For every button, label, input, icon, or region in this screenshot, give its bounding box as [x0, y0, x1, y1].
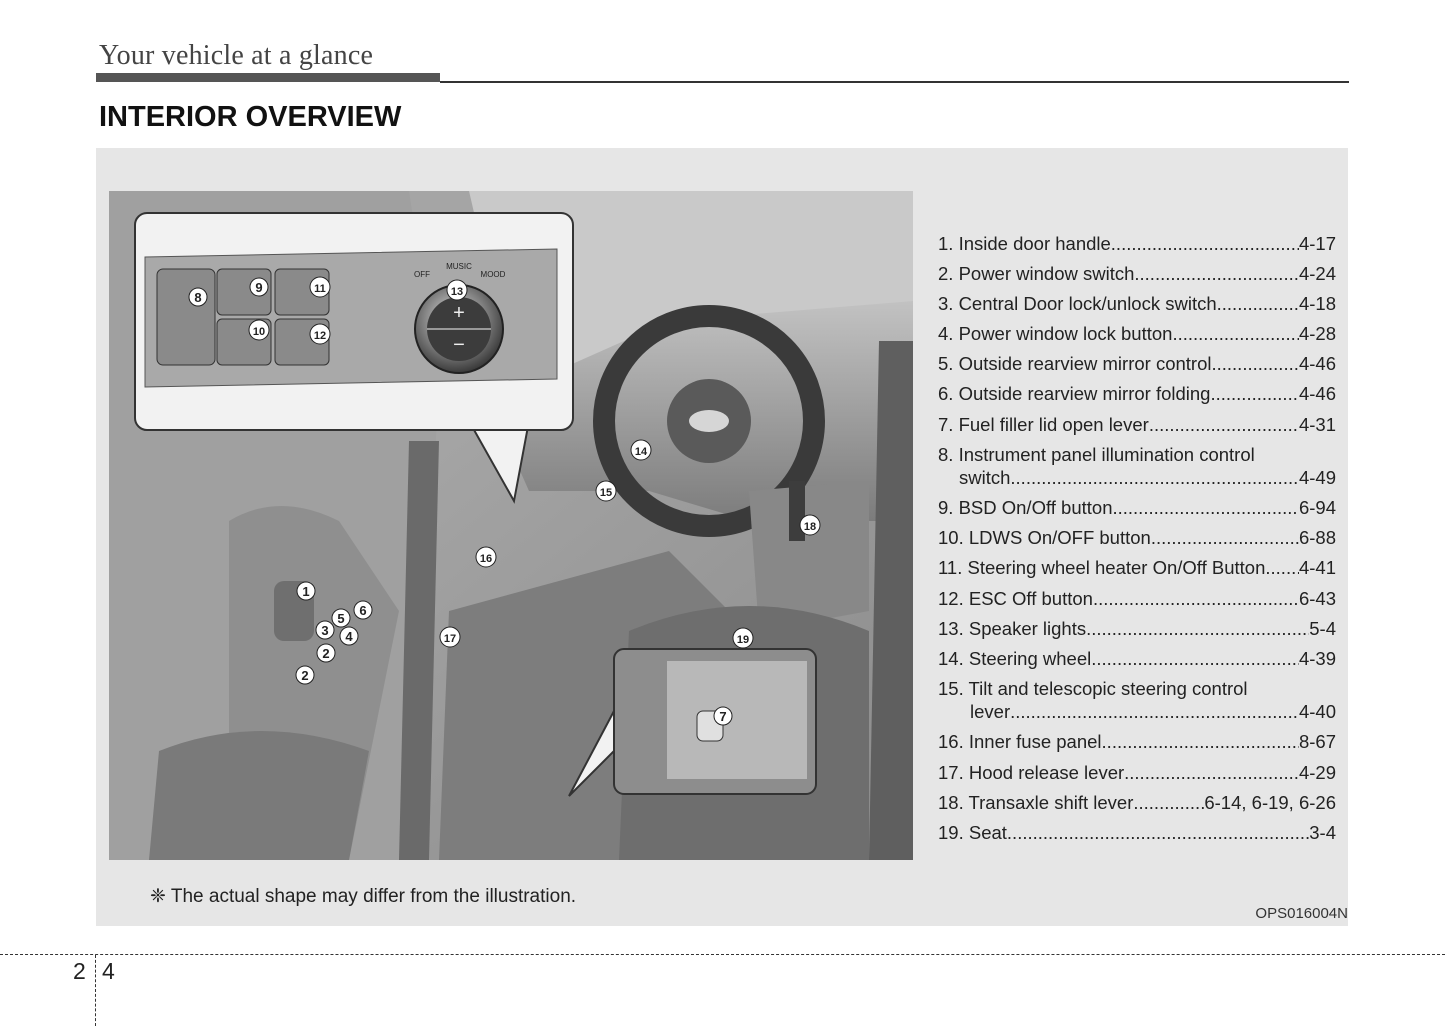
list-item: 15. Tilt and telescopic steering control… — [938, 677, 1336, 724]
list-item: 2. Power window switch 4-24 — [938, 262, 1336, 286]
callout-9: 9 — [249, 277, 269, 297]
component-list: 1. Inside door handle 4-17 2. Power wind… — [938, 232, 1336, 851]
list-item: 17. Hood release lever 4-29 — [938, 761, 1336, 785]
svg-text:5: 5 — [337, 611, 344, 626]
callout-5: 5 — [331, 608, 351, 628]
svg-text:16: 16 — [480, 553, 492, 565]
footer-dashed-rule — [0, 954, 1445, 955]
list-item: 4. Power window lock button4-28 — [938, 322, 1336, 346]
door-armrest — [149, 731, 369, 860]
footer-page-number: 4 — [102, 958, 115, 984]
list-item: 7. Fuel filler lid open lever 4-31 — [938, 413, 1336, 437]
svg-text:19: 19 — [737, 634, 749, 646]
illustration-note: ❈ The actual shape may differ from the i… — [150, 886, 577, 907]
footer-chapter-number: 2 — [73, 958, 86, 984]
footer-dashed-divider — [95, 955, 96, 1026]
svg-text:2: 2 — [301, 668, 308, 683]
list-item: 19. Seat3-4 — [938, 821, 1336, 845]
interior-illustration: + − OFF MUSIC MOOD 1 2 2 3 4 5 6 7 8 9 1… — [109, 191, 913, 860]
svg-text:14: 14 — [635, 446, 648, 458]
list-item: 14. Steering wheel 4-39 — [938, 647, 1336, 671]
list-item: 5. Outside rearview mirror control4-46 — [938, 352, 1336, 376]
svg-text:12: 12 — [314, 330, 326, 342]
door-frame — [399, 441, 439, 860]
list-item: 6. Outside rearview mirror folding 4-46 — [938, 382, 1336, 406]
svg-text:13: 13 — [451, 286, 463, 298]
header-rule-thin — [440, 81, 1349, 83]
callout-1: 1 — [296, 581, 316, 601]
list-item: 12. ESC Off button6-43 — [938, 587, 1336, 611]
figure-code: OPS016004N — [1255, 905, 1348, 922]
callout-3: 3 — [315, 620, 335, 640]
list-item: 1. Inside door handle 4-17 — [938, 232, 1336, 256]
callout-7: 7 — [713, 706, 733, 726]
callout-13: 13 — [446, 279, 468, 301]
callout-4: 4 — [339, 626, 359, 646]
switch-8 — [156, 268, 216, 366]
steering-logo — [689, 410, 729, 432]
list-item: 10. LDWS On/OFF button6-88 — [938, 526, 1336, 550]
header-rule-thick — [96, 73, 440, 82]
svg-text:9: 9 — [255, 280, 262, 295]
svg-text:15: 15 — [600, 487, 612, 499]
right-frame — [869, 341, 913, 860]
svg-text:17: 17 — [444, 633, 456, 645]
knob-minus-label: − — [453, 334, 465, 356]
svg-text:10: 10 — [253, 326, 265, 338]
list-item: 13. Speaker lights 5-4 — [938, 617, 1336, 641]
svg-text:4: 4 — [345, 629, 353, 644]
list-item: 3. Central Door lock/unlock switch 4-18 — [938, 292, 1336, 316]
list-item: 8. Instrument panel illumination control… — [938, 443, 1336, 490]
callout-17: 17 — [439, 626, 461, 648]
center-console — [749, 481, 869, 631]
svg-text:1: 1 — [302, 584, 309, 599]
svg-text:3: 3 — [321, 623, 328, 638]
callout-2b: 2 — [295, 665, 315, 685]
callout-6: 6 — [353, 600, 373, 620]
svg-text:7: 7 — [719, 709, 726, 724]
section-title: Your vehicle at a glance — [99, 40, 374, 71]
callout-14: 14 — [630, 439, 652, 461]
list-item: 16. Inner fuse panel 8-67 — [938, 730, 1336, 754]
callout-16: 16 — [475, 546, 497, 568]
callout-11: 11 — [309, 276, 331, 298]
svg-text:8: 8 — [194, 290, 201, 305]
callout-2a: 2 — [316, 643, 336, 663]
page-heading: INTERIOR OVERVIEW — [99, 101, 402, 133]
knob-mood-label: MOOD — [481, 270, 506, 279]
list-item: 11. Steering wheel heater On/Off Button4… — [938, 556, 1336, 580]
list-item: 9. BSD On/Off button 6-94 — [938, 496, 1336, 520]
svg-text:2: 2 — [322, 646, 329, 661]
svg-text:6: 6 — [359, 603, 366, 618]
callout-10: 10 — [248, 319, 270, 341]
knob-music-label: MUSIC — [446, 262, 472, 271]
knob-plus-label: + — [453, 302, 465, 324]
svg-text:18: 18 — [804, 521, 816, 533]
steering-wheel-rim — [593, 305, 825, 537]
list-item: 18. Transaxle shift lever 6-14, 6-19, 6-… — [938, 791, 1336, 815]
callout-12: 12 — [309, 323, 331, 345]
svg-text:11: 11 — [314, 283, 326, 295]
knob-off-label: OFF — [414, 270, 430, 279]
callout-18: 18 — [799, 514, 821, 536]
callout-8: 8 — [188, 287, 208, 307]
callout-19: 19 — [732, 627, 754, 649]
callout-15: 15 — [595, 480, 617, 502]
